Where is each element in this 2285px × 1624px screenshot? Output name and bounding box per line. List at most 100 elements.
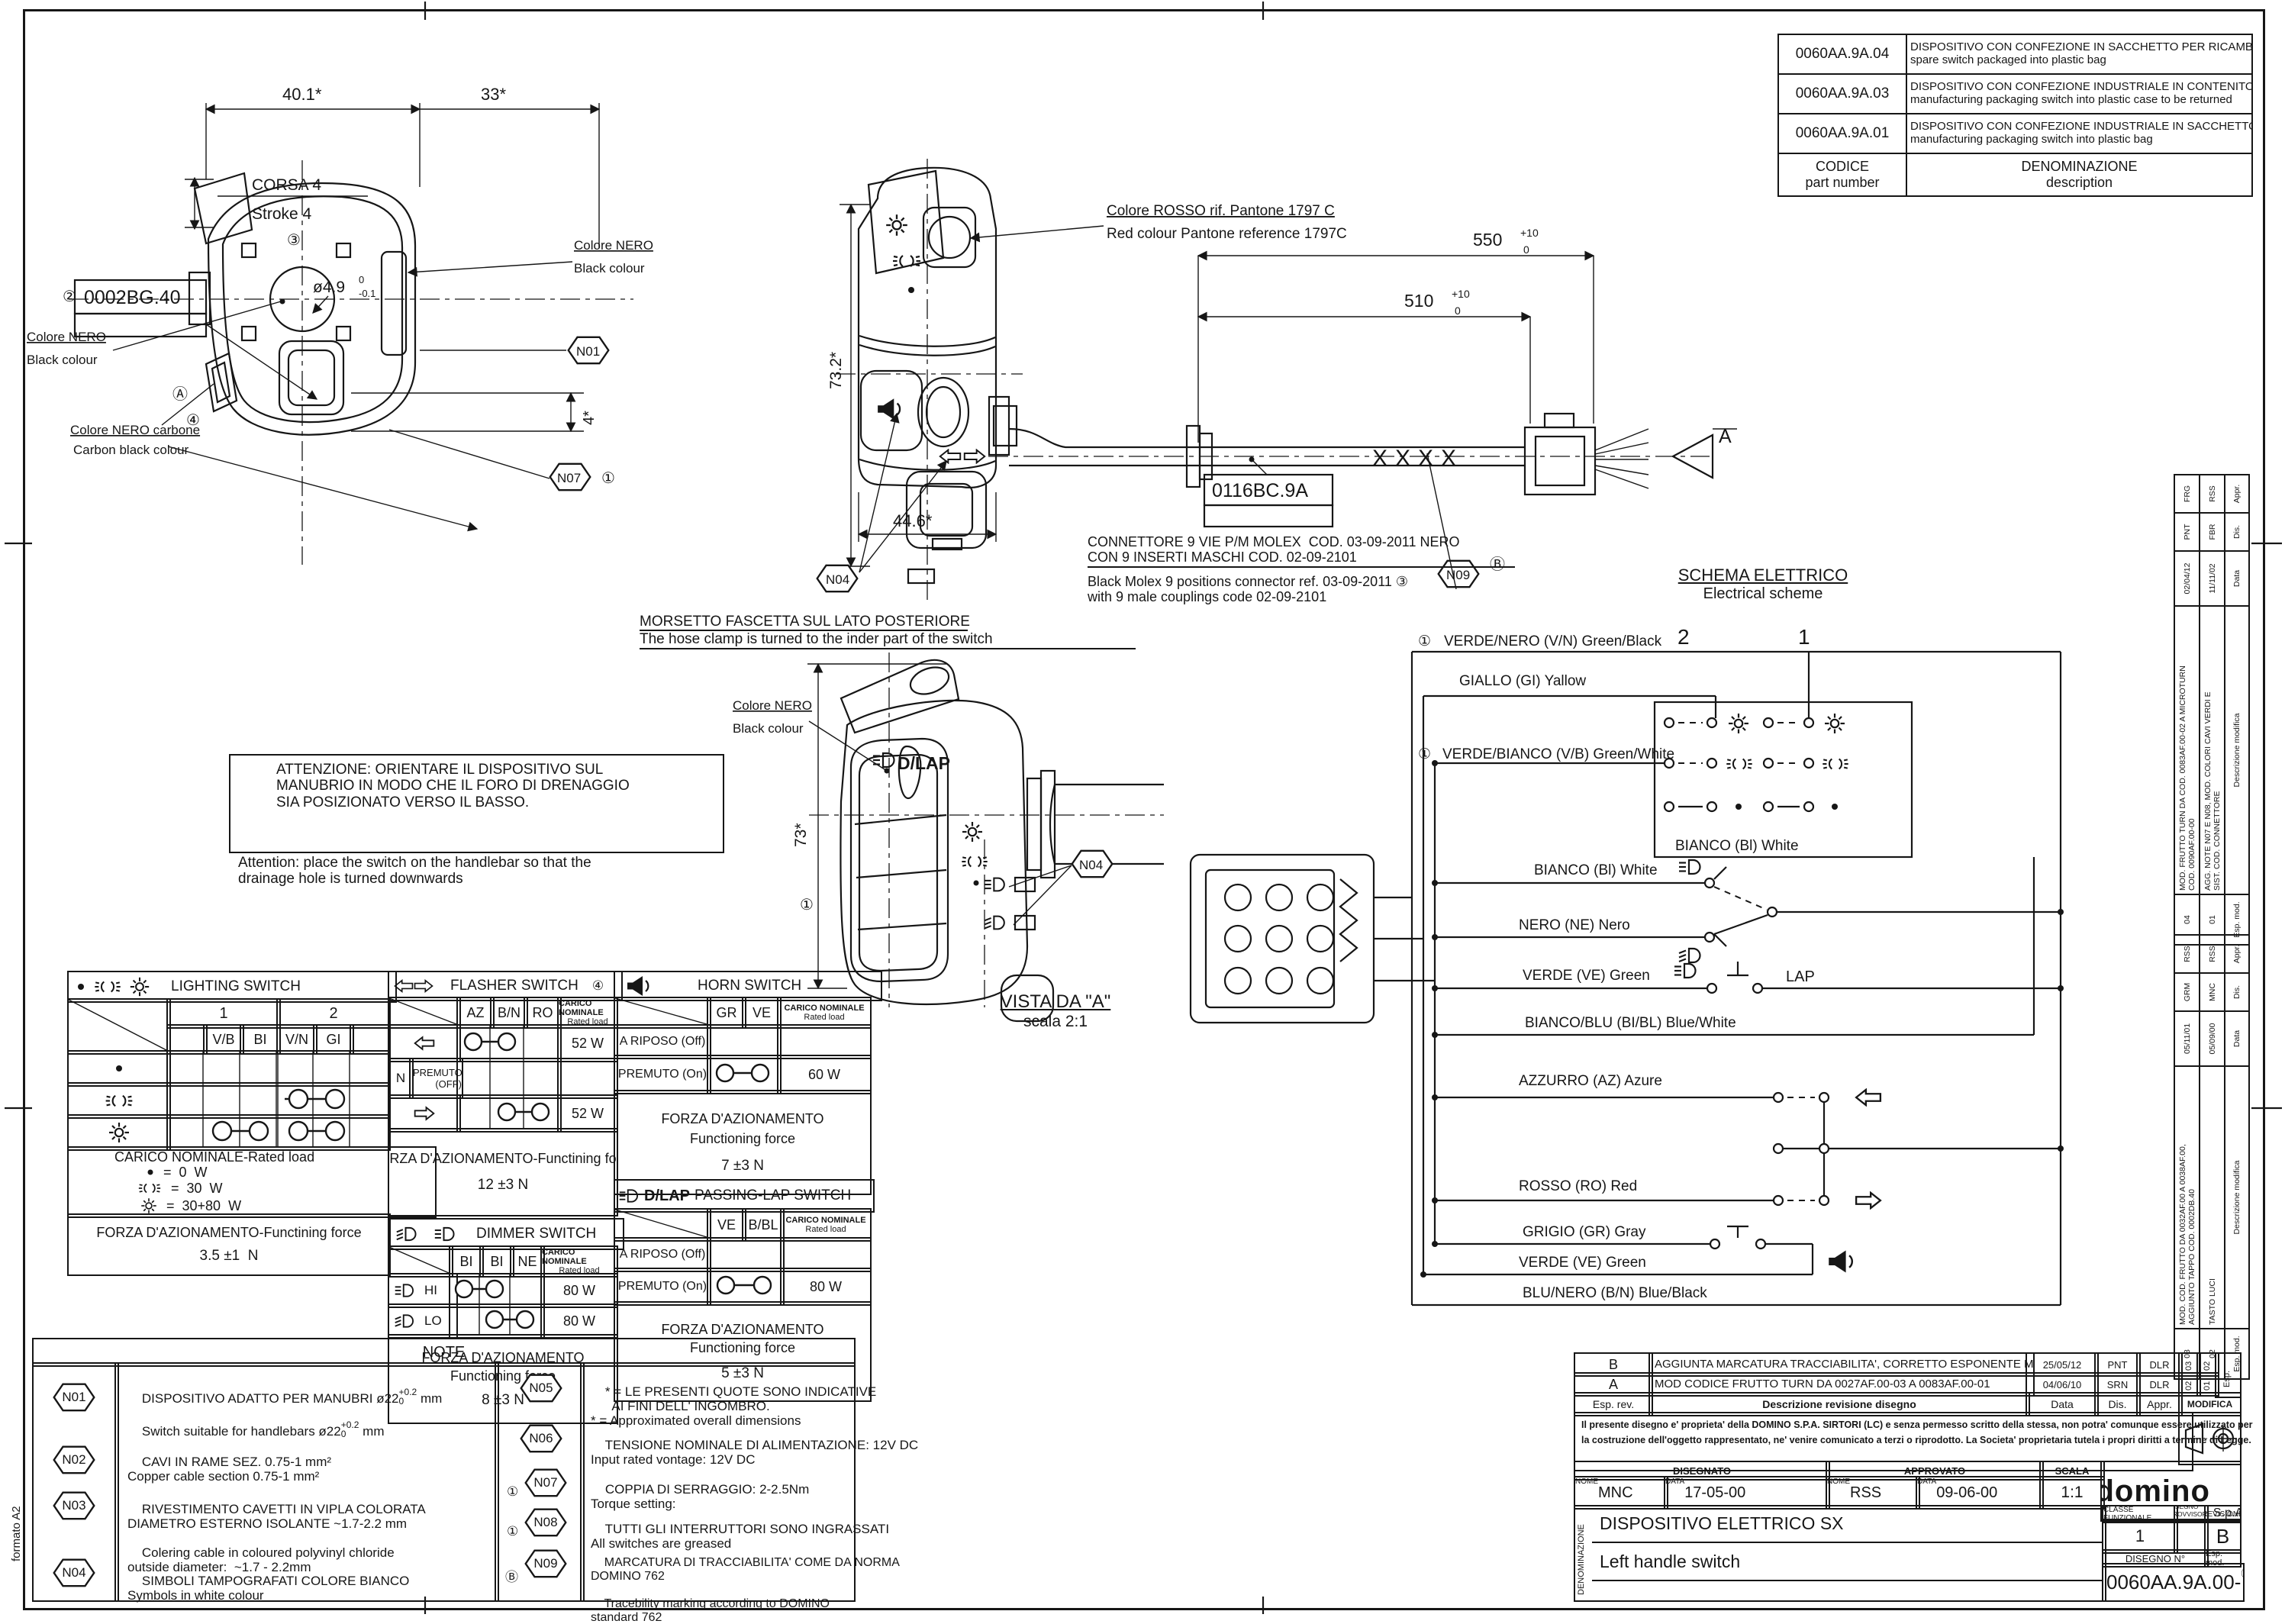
- colore-nero-left-en: Black colour: [27, 353, 98, 367]
- dim-40-1: 40.1*: [282, 85, 322, 104]
- side-view-drawing: Colore NERO Black colour 73* D/LAP ① N04: [733, 652, 1164, 1023]
- passing-lap-switch-table: D/LAP PASSING-LAP SWITCH VE B/BL CARICO …: [614, 1179, 875, 1402]
- note-tag-n01: N01: [62, 1390, 86, 1404]
- side-nero-en: Black colour: [733, 721, 804, 736]
- dimmer-load-lo: 80 W: [562, 1313, 595, 1329]
- rev-b-date: 25/05/12: [2042, 1358, 2082, 1371]
- attention-box: ATTENZIONE: ORIENTARE IL DISPOSITIVO SUL…: [229, 754, 724, 853]
- dimmer-contacts: [454, 1273, 535, 1336]
- strip-desc2: SIST. COD. CONNETTORE: [2212, 791, 2222, 891]
- drawing-number: 0060AA.9A.00-: [2106, 1571, 2241, 1593]
- ref-B: Ⓑ: [1490, 556, 1505, 573]
- schema-subtitle: Electrical scheme: [1703, 585, 1823, 602]
- denomination-it: DISPOSITIVO ELETTRICO SX: [1600, 1513, 1844, 1533]
- rev-b-id: B: [1608, 1356, 1618, 1372]
- revisione-value: B: [2216, 1524, 2230, 1548]
- dimmer-col-bi2: BI: [490, 1253, 504, 1269]
- vista-title: VISTA DA "A": [1000, 991, 1111, 1012]
- tag-n01: N01: [576, 344, 600, 359]
- parts-desc-header-en: description: [2045, 175, 2113, 190]
- flasher-contacts: [463, 1024, 550, 1129]
- connector-note-it2: CON 9 INSERTI MASCHI COD. 02-09-2101: [1088, 549, 1515, 569]
- dim-44-6: 44.6*: [893, 511, 933, 530]
- lighting-col-gi: GI: [326, 1031, 341, 1047]
- tag-n07: N07: [557, 471, 581, 485]
- note-tag-n08: N08: [533, 1515, 558, 1529]
- vista-label: VISTA DA "A" scala 2:1: [960, 991, 1151, 1030]
- approvato-nome: RSS: [1850, 1484, 1882, 1501]
- rev-b-desc: AGGIUNTA MARCATURA TRACCIABILITA', CORRE…: [1655, 1357, 2034, 1371]
- part-desc-it: DISPOSITIVO CON CONFEZIONE INDUSTRIALE I…: [1910, 80, 2251, 94]
- scala-value: 1:1: [2061, 1484, 2084, 1501]
- note-ref-n09: Ⓑ: [505, 1570, 518, 1584]
- strip-desc: MOD. COD. FRUTTO DA 0032AF.00 A 0038AF.0…: [2177, 1144, 2187, 1325]
- lap-label: LAP: [1786, 968, 1815, 985]
- strip-h-appr: Appr.: [2225, 935, 2249, 973]
- carbon-it: Colore NERO carbone: [70, 423, 200, 437]
- strip-desc: MOD. FRUTTO TURN DA COD. 0083AF.00-02 A …: [2177, 665, 2187, 891]
- strip-appr: FRG: [2174, 475, 2200, 513]
- switch-rear-outline: [188, 172, 417, 436]
- eq: =: [163, 1165, 172, 1180]
- flasher-ref: ④: [591, 978, 604, 994]
- attention-en1: Attention: place the switch on the handl…: [238, 855, 591, 871]
- ref-1: ①: [601, 470, 615, 487]
- dimmer-lo: LO: [424, 1313, 442, 1329]
- passing-on: PREMUTO (On): [617, 1280, 707, 1293]
- front-view-drawing: Colore ROSSO rif. Pantone 1797 C Red col…: [816, 159, 1737, 603]
- part-code: 0060AA.9A.04: [1777, 34, 1907, 75]
- lighting-force-label: FORZA D'AZIONAMENTO-Functining force: [96, 1225, 362, 1241]
- flasher-off1: PREMUTO: [413, 1067, 462, 1078]
- flasher-load-left: 52 W: [571, 1035, 604, 1051]
- title-block: B AGGIUNTA MARCATURA TRACCIABILITA', COR…: [1574, 1352, 2253, 1602]
- flasher-force-value: 12 ±3 N: [477, 1177, 529, 1194]
- denominazione-label: DENOMINAZIONE: [1577, 1524, 1586, 1595]
- passing-force-value: 5 ±3 N: [721, 1365, 764, 1381]
- strip-data: 05/11/01: [2174, 1011, 2200, 1066]
- strip-h-data: Data: [2225, 1011, 2249, 1066]
- passing-col-ve: VE: [717, 1216, 736, 1232]
- wire-ro: ROSSO (RO) Red: [1519, 1178, 1637, 1194]
- approvato-data: 09-06-00: [1936, 1484, 1998, 1501]
- domino-logo-suffix: S.p.A.: [2212, 1506, 2240, 1519]
- horn-switch-table: HORN SWITCH GR VE CARICO NOMINALE Rated …: [614, 971, 882, 1195]
- wire-bi: BIANCO (Bl) White: [1534, 862, 1658, 878]
- carbon-en: Carbon black colour: [73, 443, 189, 457]
- corsa-en: Stroke 4: [252, 205, 312, 223]
- wire-bibl: BIANCO/BLU (BI/BL) Blue/White: [1525, 1015, 1736, 1031]
- part-code: 0060AA.9A.01: [1777, 113, 1907, 154]
- dim-4: 4*: [581, 411, 598, 425]
- scala-h: SCALA: [2055, 1464, 2090, 1477]
- lighting-force-value: 3.5 ±1 N: [199, 1248, 259, 1265]
- clamp-note-it: MORSETTO FASCETTA SUL LATO POSTERIORE: [640, 614, 970, 632]
- domino-logo: domino: [2100, 1474, 2210, 1508]
- horn-on: PREMUTO (On): [617, 1068, 707, 1081]
- note-title: NOTE: [422, 1343, 466, 1361]
- lighting-load-sun: 30+80 W: [182, 1198, 242, 1214]
- part-desc-en: spare switch packaged into plastic bag: [1910, 53, 2106, 66]
- dimmer-force1: FORZA D'AZIONAMENTO: [421, 1350, 585, 1366]
- flasher-switch-table: FLASHER SWITCH ④ AZ B/N RO CARICO NOMINA…: [388, 971, 623, 1216]
- note-tag-n06: N06: [529, 1431, 553, 1445]
- data-label: DATA: [1665, 1477, 1685, 1486]
- flasher-load-h1: CARICO NOMINALE: [559, 999, 604, 1017]
- cable-marking: XXXX: [1372, 446, 1464, 471]
- dimmer-title: DIMMER SWITCH: [476, 1226, 597, 1242]
- lighting-switch-table: LIGHTING SWITCH 1 2 V/B BI V/N GI CARICO…: [67, 971, 437, 1276]
- dis-h: Dis.: [2108, 1398, 2127, 1410]
- wire-vb: VERDE/BIANCO (V/B) Green/White: [1442, 746, 1674, 762]
- dimmer-load-hi: 80 W: [562, 1282, 595, 1298]
- flasher-title: FLASHER SWITCH: [450, 978, 579, 994]
- colore-nero-left-it: Colore NERO: [27, 330, 106, 344]
- disegno-n-h: DISEGNO N°: [2125, 1552, 2186, 1564]
- wire-ne: NERO (NE) Nero: [1519, 917, 1630, 933]
- horn-off: A RIPOSO (Off): [619, 1035, 706, 1048]
- passing-force1: FORZA D'AZIONAMENTO: [661, 1322, 824, 1338]
- dim-73: 73*: [792, 823, 810, 847]
- sheet-frame: [23, 9, 2265, 1610]
- dimmer-hi: HI: [424, 1283, 437, 1298]
- lighting-pos1: 1: [219, 1004, 228, 1022]
- part-desc-it: DISPOSITIVO CON CONFEZIONE IN SACCHETTO …: [1910, 40, 2252, 54]
- classe-h: CLASSE FUNZIONALE: [2103, 1506, 2152, 1522]
